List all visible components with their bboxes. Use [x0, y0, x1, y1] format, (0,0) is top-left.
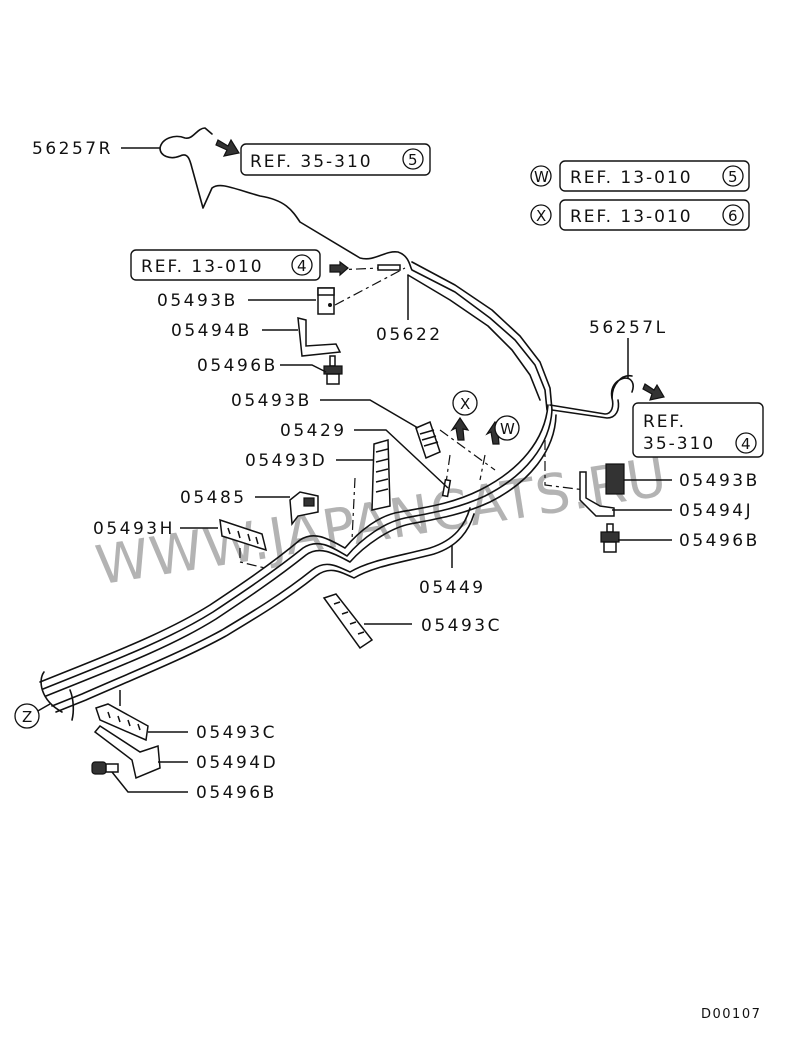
- bracket-05494j: [579, 471, 615, 517]
- ref-text: REF. 35-310: [250, 152, 373, 172]
- part-label-05485: 05485: [180, 488, 247, 508]
- ref-box-13-010-4[interactable]: REF. 13-010 4: [130, 249, 321, 281]
- part-label-05493c: 05493C: [421, 616, 502, 636]
- part-label-05429: 05429: [280, 421, 347, 441]
- clip-05493d: [371, 439, 391, 511]
- part-label-05494d: 05494D: [196, 753, 278, 773]
- clip-05493b-right: [605, 463, 625, 495]
- ref-number: 4: [741, 435, 751, 453]
- part-label-05493b: 05493B: [157, 291, 238, 311]
- ref-box-13-010-6[interactable]: X REF. 13-010 6: [530, 199, 750, 231]
- part-label-56257l: 56257L: [589, 318, 668, 338]
- clip-05493b-mid: [415, 420, 441, 460]
- ref-box-13-010-5[interactable]: W REF. 13-010 5: [530, 160, 750, 192]
- part-label-05493c: 05493C: [196, 723, 277, 743]
- bracket-05494b: [297, 317, 342, 357]
- part-label-05493b: 05493B: [231, 391, 312, 411]
- clip-05493h: [219, 518, 268, 552]
- ref-number-circle: [722, 165, 744, 187]
- ref-number-circle: [722, 204, 744, 226]
- marker-x: X: [536, 207, 546, 225]
- part-label-05493b: 05493B: [679, 471, 760, 491]
- pipe-bundle-main: [39, 404, 557, 721]
- part-label-05493d: 05493D: [245, 451, 327, 471]
- part-label-05494j: 05494J: [679, 501, 753, 521]
- pipe-56257l: [549, 374, 634, 419]
- ref-number: 5: [408, 151, 418, 169]
- part-label-05496b: 05496B: [197, 356, 278, 376]
- ref-text: REF. 13-010: [570, 168, 693, 188]
- pipe-56257r: [159, 127, 553, 411]
- part-label-05496b: 05496B: [679, 531, 760, 551]
- bolt-05496b-right: [600, 523, 620, 553]
- ref-text: REF. 13-010: [141, 257, 264, 277]
- arrow-icon: [215, 138, 665, 445]
- clip-05493b-top: [317, 287, 335, 315]
- marker-x-label: X: [460, 395, 470, 413]
- ref-number-circle: [291, 254, 313, 276]
- bolt-05496b-top: [323, 355, 343, 385]
- clip-05493c-mid: [322, 593, 374, 650]
- leader-dash: [439, 429, 496, 471]
- bolt-05496b-low: [91, 761, 119, 775]
- diagram-code: D00107: [701, 1007, 761, 1022]
- marker-z-label: Z: [22, 708, 32, 726]
- marker-x-circle: [530, 204, 552, 226]
- ref-number-circle: [735, 432, 757, 454]
- leader-dash: [334, 267, 406, 306]
- leader-dash: [479, 454, 486, 481]
- marker-x: X: [452, 390, 478, 416]
- clip-05493c-low: [95, 703, 149, 742]
- ref-text-line1: REF.: [643, 412, 686, 432]
- ref-number-circle: [402, 148, 424, 170]
- part-label-05496b: 05496B: [196, 783, 277, 803]
- ref-box-35-310-4[interactable]: REF. 35-310 4: [632, 402, 764, 458]
- leader-dash: [239, 548, 266, 569]
- tube-05622: [377, 264, 401, 271]
- part-label-56257r: 56257R: [32, 139, 113, 159]
- marker-w: W: [534, 168, 549, 186]
- part-label-05449: 05449: [419, 578, 486, 598]
- ref-number: 6: [728, 207, 738, 225]
- ref-text-line2: 35-310: [643, 434, 715, 454]
- ref-box-35-310-5[interactable]: REF. 35-310 5: [240, 143, 431, 176]
- leader-dash: [544, 440, 586, 491]
- marker-w-circle: [530, 165, 552, 187]
- marker-w-label: W: [500, 420, 515, 438]
- clip-05485: [289, 491, 319, 527]
- marker-z: Z: [14, 703, 40, 729]
- ref-number: 4: [297, 257, 307, 275]
- part-label-05493h: 05493H: [93, 519, 175, 539]
- part-label-05622: 05622: [376, 325, 443, 345]
- leader-dash: [351, 477, 356, 541]
- ref-number: 5: [728, 168, 738, 186]
- ref-text: REF. 13-010: [570, 207, 693, 227]
- bracket-05494d: [93, 725, 161, 780]
- tube-05429: [441, 478, 452, 498]
- part-label-05494b: 05494B: [171, 321, 252, 341]
- marker-w: W: [494, 415, 520, 441]
